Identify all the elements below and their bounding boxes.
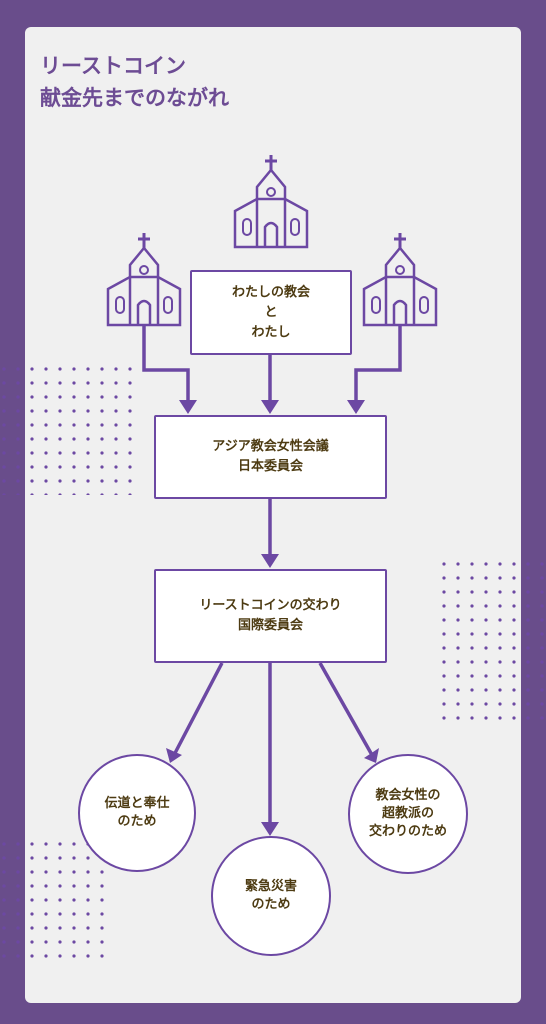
node-ecumenical-line3: 交わりのため [368, 824, 447, 839]
node-disaster-line1: 緊急災害 [244, 879, 297, 894]
connector-intl-to-disaster [261, 663, 279, 836]
connector-top-to-asia [261, 355, 279, 414]
church-icon-center [233, 153, 309, 249]
node-ecumenical-line1: 教会女性の [375, 788, 441, 803]
node-disaster-line2: のため [251, 897, 291, 912]
connector-asia-to-intl [261, 498, 279, 568]
node-international-committee: リーストコインの交わり 国際委員会 [154, 569, 387, 663]
dot-pattern-left-top [0, 365, 140, 495]
connector-church-left [142, 326, 197, 414]
node-emergency-disaster: 緊急災害 のため [211, 836, 331, 956]
dot-pattern-right [440, 560, 546, 730]
node-intl-line2: 国際委員会 [237, 618, 303, 633]
node-ecumenical-fellowship: 教会女性の 超教派の 交わりのため [348, 754, 468, 874]
page-title: リーストコイン 献金先までのながれ [40, 50, 229, 114]
title-line-1: リーストコイン [40, 54, 186, 78]
node-mission-line2: のため [117, 814, 157, 829]
dot-pattern-left-bottom [0, 840, 110, 960]
node-mission-line1: 伝道と奉仕 [104, 796, 170, 811]
node-my-church: わたしの教会 と わたし [190, 270, 352, 355]
connector-church-right [347, 326, 402, 414]
node-asia-line1: アジア教会女性会議 [212, 439, 329, 454]
node-asia-committee: アジア教会女性会議 日本委員会 [154, 415, 387, 499]
node-mission-service: 伝道と奉仕 のため [78, 754, 196, 872]
connector-intl-to-mission [166, 662, 224, 763]
connector-intl-to-ecumenical [318, 662, 379, 763]
node-intl-line1: リーストコインの交わり [199, 598, 342, 613]
node-ecumenical-line2: 超教派の [381, 806, 434, 821]
node-asia-line2: 日本委員会 [237, 459, 303, 474]
church-icon-right [362, 231, 438, 327]
church-icon-left [106, 231, 182, 327]
node-my-church-line3: わたし [251, 324, 291, 340]
node-my-church-line2: と [264, 304, 278, 320]
title-line-2: 献金先までのながれ [40, 86, 229, 110]
node-my-church-line1: わたしの教会 [231, 284, 310, 300]
